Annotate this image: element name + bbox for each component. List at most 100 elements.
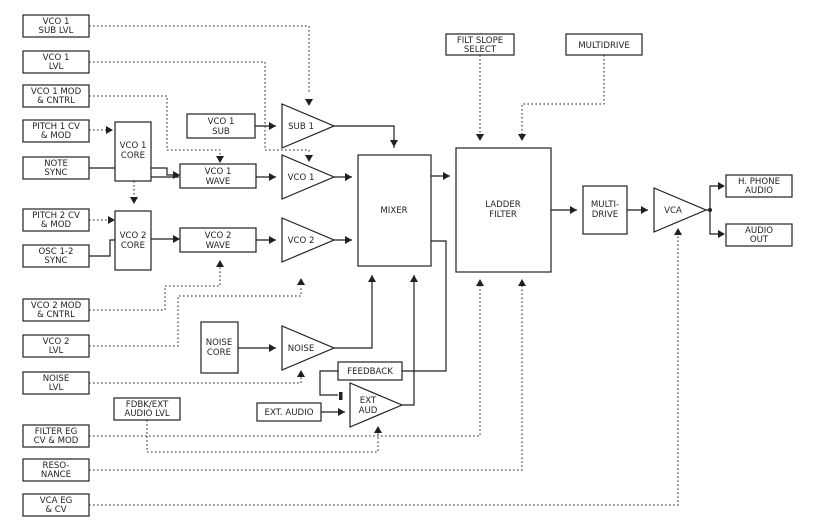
line-vca-eg-mod: [89, 230, 679, 506]
output-audio-out: AUDIO OUT: [725, 223, 793, 247]
arrowheads: [106, 99, 725, 433]
svg-text:WAVE: WAVE: [206, 241, 231, 251]
svg-text:& CNTRL: & CNTRL: [37, 310, 75, 320]
input-pitch1-cv: PITCH 1 CV & MOD: [22, 119, 90, 143]
svg-text:DRIVE: DRIVE: [592, 210, 618, 220]
block-ladder-filter: LADDER FILTER: [455, 147, 552, 273]
svg-text:PITCH 2 CV: PITCH 2 CV: [32, 211, 80, 221]
line-multidrive-ctrl-mod: [521, 55, 605, 138]
block-vco1-sub: VCO 1 SUB: [186, 113, 256, 139]
input-vca-eg: VCA EG & CV: [22, 493, 90, 517]
svg-text:CORE: CORE: [121, 151, 145, 161]
svg-text:FILTER: FILTER: [489, 210, 517, 220]
line-fdbk-ext-lvl-mod: [146, 420, 379, 453]
svg-text:VCO 2: VCO 2: [205, 231, 232, 241]
svg-text:VCO 2 MOD: VCO 2 MOD: [31, 301, 82, 311]
line-feedback-loop: [319, 370, 338, 396]
svg-text:& MOD: & MOD: [41, 131, 72, 141]
line-resonance-mod: [89, 283, 523, 471]
svg-text:LADDER: LADDER: [485, 200, 521, 210]
svg-text:WAVE: WAVE: [206, 177, 231, 187]
svg-text:FILTER EG: FILTER EG: [35, 427, 78, 437]
svg-text:& CV: & CV: [45, 505, 66, 515]
input-vco1-lvl: VCO 1 LVL: [22, 50, 90, 74]
line-ext-aud-to-mixer: [402, 275, 415, 406]
amp-vco2: VCO 2: [281, 217, 336, 263]
svg-text:MULTIDRIVE: MULTIDRIVE: [578, 41, 630, 51]
line-sub1-to-mixer: [334, 125, 395, 148]
svg-text:SYNC: SYNC: [44, 168, 67, 178]
input-vco2-lvl: VCO 2 LVL: [22, 334, 90, 358]
input-vco2-mod-cntrl: VCO 2 MOD & CNTRL: [22, 298, 90, 322]
svg-text:NOTE: NOTE: [44, 159, 68, 169]
line-filter-eg-mod: [89, 283, 481, 437]
input-filter-eg: FILTER EG CV & MOD: [22, 424, 90, 448]
svg-text:VCO 1 MOD: VCO 1 MOD: [31, 87, 82, 97]
svg-text:MIXER: MIXER: [380, 206, 407, 216]
line-vco2-mod-cntrl: [89, 265, 221, 311]
line-vco1-lvl-mod: [89, 61, 310, 154]
input-resonance: RESO- NANCE: [22, 458, 90, 482]
svg-text:NOISE: NOISE: [43, 374, 70, 384]
svg-text:NANCE: NANCE: [41, 470, 71, 480]
svg-text:CORE: CORE: [207, 348, 231, 358]
svg-text:LVL: LVL: [49, 346, 64, 356]
block-feedback: FEEDBACK: [337, 361, 403, 381]
svg-text:VCO 1: VCO 1: [208, 117, 235, 127]
svg-text:AUDIO: AUDIO: [745, 186, 773, 196]
svg-text:VCA EG: VCA EG: [40, 496, 73, 506]
line-noise-lvl-mod: [89, 375, 302, 384]
input-noise-lvl: NOISE LVL: [22, 371, 90, 395]
svg-text:OSC 1-2: OSC 1-2: [39, 247, 74, 257]
svg-text:FILT SLOPE: FILT SLOPE: [457, 36, 503, 46]
amp-noise: NOISE: [281, 325, 336, 371]
svg-text:SUB: SUB: [212, 127, 230, 137]
svg-text:LVL: LVL: [49, 383, 64, 393]
svg-text:SELECT: SELECT: [464, 45, 497, 55]
amp-ext-aud: EXT AUD: [349, 382, 404, 428]
svg-text:VCO 2: VCO 2: [120, 231, 147, 241]
svg-text:VCO 1: VCO 1: [43, 17, 70, 27]
svg-text:SYNC: SYNC: [44, 256, 67, 266]
line-osc-sync-to-vco2-core: [89, 239, 116, 257]
block-mixer: MIXER: [357, 154, 432, 267]
svg-text:FEEDBACK: FEEDBACK: [347, 367, 393, 377]
svg-text:EXT. AUDIO: EXT. AUDIO: [265, 408, 314, 418]
svg-text:EXT: EXT: [360, 396, 377, 406]
svg-text:SUB LVL: SUB LVL: [39, 26, 74, 36]
control-fdbk-ext-audio-lvl: FDBK/EXT AUDIO LVL: [113, 397, 181, 421]
svg-text:VCO 1: VCO 1: [120, 141, 147, 151]
svg-text:LVL: LVL: [49, 62, 64, 72]
input-osc-sync: OSC 1-2 SYNC: [22, 244, 90, 268]
line-vco1-sub-lvl-mod: [89, 25, 310, 94]
amp-sub1: SUB 1: [281, 103, 336, 149]
svg-text:VCO 1: VCO 1: [288, 173, 315, 183]
svg-text:VCO 1: VCO 1: [43, 53, 70, 63]
svg-text:VCA: VCA: [664, 206, 682, 216]
output-headphone-audio: H. PHONE AUDIO: [725, 174, 793, 198]
line-vco1-mod-cntrl: [89, 95, 221, 156]
input-pitch2-cv: PITCH 2 CV & MOD: [22, 208, 90, 232]
svg-text:AUDIO: AUDIO: [745, 226, 773, 236]
control-filt-slope-select: FILT SLOPE SELECT: [445, 33, 515, 56]
svg-text:FDBK/EXT: FDBK/EXT: [126, 400, 169, 410]
svg-text:RESO-: RESO-: [43, 461, 70, 471]
svg-text:AUDIO LVL: AUDIO LVL: [124, 409, 170, 419]
amp-vco1: VCO 1: [281, 154, 336, 200]
block-vco2-wave: VCO 2 WAVE: [179, 227, 257, 253]
block-vco1-wave: VCO 1 WAVE: [179, 163, 257, 189]
svg-text:NOISE: NOISE: [288, 344, 315, 354]
block-vco1-core: VCO 1 CORE: [114, 121, 152, 182]
svg-text:VCO 1: VCO 1: [205, 167, 232, 177]
svg-text:SUB 1: SUB 1: [288, 122, 314, 132]
svg-text:MULTI-: MULTI-: [591, 200, 619, 210]
svg-text:CORE: CORE: [121, 241, 145, 251]
modulation-lines: [89, 25, 679, 506]
control-multidrive: MULTIDRIVE: [565, 33, 643, 56]
input-ext-audio: EXT. AUDIO: [256, 402, 322, 422]
amp-vca: VCA: [653, 187, 708, 233]
block-noise-core: NOISE CORE: [200, 321, 239, 374]
svg-text:H. PHONE: H. PHONE: [738, 177, 780, 187]
line-vco2-lvl-mod: [89, 286, 302, 347]
